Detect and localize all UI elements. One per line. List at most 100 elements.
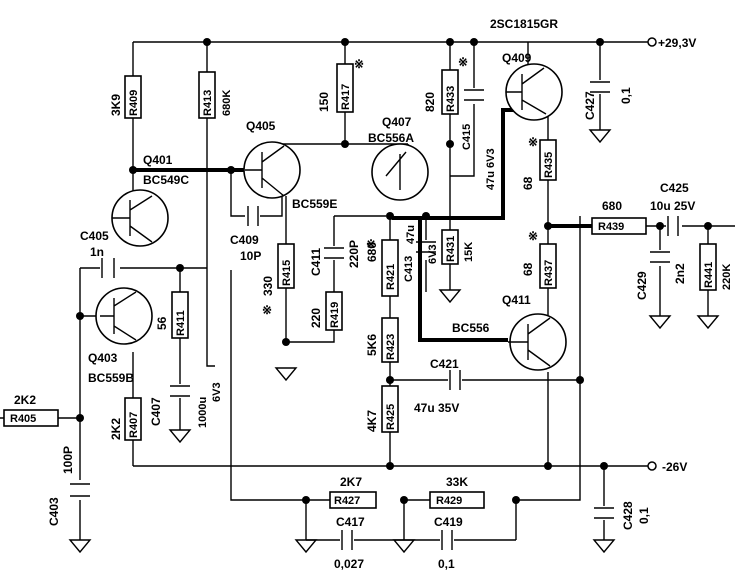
supply-positive: +29,3V — [647, 36, 696, 50]
svg-text:C428: C428 — [621, 501, 635, 530]
ground-symbols — [68, 129, 720, 554]
svg-text:680K: 680K — [221, 90, 233, 116]
svg-text:R407: R407 — [128, 412, 140, 438]
resistor-r407: R407 2K2 — [109, 397, 142, 441]
capacitor-c419: C419 0,1 — [434, 515, 463, 571]
svg-text:220K: 220K — [721, 264, 733, 290]
svg-text:0,1: 0,1 — [438, 557, 455, 571]
svg-text:Q411: Q411 — [502, 293, 531, 307]
svg-text:33K: 33K — [446, 475, 468, 489]
resistor-r411: R411 56 — [155, 291, 189, 339]
supply-negative-label: -26V — [662, 460, 687, 474]
svg-text:R427: R427 — [334, 495, 360, 507]
svg-text:C417: C417 — [336, 515, 365, 529]
transistor-q405: Q405 BC559E — [243, 119, 337, 211]
svg-text:5K6: 5K6 — [365, 334, 379, 356]
transistor-q409: Q409 2SC1815GR — [490, 17, 563, 121]
resistor-r415: R415 330 ※ — [261, 243, 295, 317]
svg-text:4K7: 4K7 — [365, 410, 379, 432]
transistor-q401: Q401 BC549C — [111, 153, 189, 247]
svg-text:R435: R435 — [543, 152, 555, 178]
svg-text:R431: R431 — [445, 236, 457, 262]
svg-text:Q403: Q403 — [88, 351, 118, 365]
svg-text:2K2: 2K2 — [14, 393, 36, 407]
svg-text:Q409: Q409 — [502, 51, 532, 65]
svg-text:※: ※ — [458, 55, 468, 69]
svg-text:※: ※ — [528, 135, 538, 149]
svg-text:47u 6V3: 47u 6V3 — [485, 148, 497, 190]
svg-text:15K: 15K — [463, 242, 475, 262]
svg-text:※: ※ — [354, 57, 364, 71]
svg-text:※: ※ — [528, 229, 538, 243]
resistor-r439: R439 680 — [591, 199, 647, 235]
svg-text:R423: R423 — [385, 334, 397, 360]
capacitor-c417: C417 0,027 — [334, 515, 365, 571]
svg-text:Q405: Q405 — [246, 119, 276, 133]
svg-text:C409: C409 — [230, 233, 259, 247]
svg-text:2K7: 2K7 — [340, 475, 362, 489]
capacitor-c413: C413 47u 6V3 — [403, 225, 439, 282]
resistor-r409: R409 3K9 — [109, 75, 142, 119]
transistor-q407: Q407 BC556A — [368, 115, 429, 201]
transistor-q411: Q411 BC556 — [452, 293, 567, 371]
resistor-r435: R435 68 ※ — [521, 135, 557, 190]
svg-text:※: ※ — [262, 303, 272, 317]
capacitor-c405: C405 1n — [80, 229, 115, 278]
svg-text:BC559B: BC559B — [88, 371, 134, 385]
svg-text:68: 68 — [521, 176, 535, 190]
capacitor-c409: C409 10P — [230, 206, 261, 263]
resistor-r431: R431 15K — [441, 229, 475, 265]
svg-text:BC556: BC556 — [452, 321, 490, 335]
resistor-r425: R425 4K7 — [365, 385, 399, 433]
svg-text:150: 150 — [317, 92, 331, 112]
svg-text:330: 330 — [261, 276, 275, 296]
capacitor-c407: C407 1000u 6V3 — [149, 382, 223, 428]
svg-text:3K9: 3K9 — [109, 94, 123, 116]
svg-text:1n: 1n — [90, 245, 104, 259]
svg-text:R429: R429 — [436, 495, 462, 507]
svg-text:Q407: Q407 — [382, 115, 412, 129]
svg-text:R437: R437 — [543, 260, 555, 286]
svg-text:R425: R425 — [385, 404, 397, 430]
svg-text:10u 25V: 10u 25V — [650, 199, 695, 213]
svg-text:C425: C425 — [660, 181, 689, 195]
svg-text:820: 820 — [423, 92, 437, 112]
resistor-r427: R427 2K7 — [329, 475, 377, 509]
svg-text:R417: R417 — [340, 84, 352, 110]
svg-text:※: ※ — [366, 237, 376, 251]
svg-text:R439: R439 — [598, 221, 624, 233]
resistor-r419: R419 220 — [309, 291, 343, 331]
resistor-r423: R423 5K6 — [365, 317, 399, 363]
capacitor-c428: C428 0,1 — [594, 501, 651, 530]
svg-text:C429: C429 — [635, 271, 649, 300]
capacitor-c415: C415 47u 6V3 — [461, 89, 497, 190]
svg-text:R433: R433 — [445, 86, 457, 112]
svg-text:47u 35V: 47u 35V — [414, 401, 459, 415]
svg-text:BC559E: BC559E — [292, 197, 337, 211]
svg-text:68: 68 — [521, 262, 535, 276]
capacitor-c411: C411 220P — [309, 240, 361, 276]
svg-text:47u: 47u — [405, 225, 417, 244]
svg-text:C403: C403 — [47, 497, 61, 526]
svg-text:6V3: 6V3 — [211, 382, 223, 402]
svg-text:2n2: 2n2 — [673, 263, 687, 284]
svg-text:C407: C407 — [149, 397, 163, 426]
svg-text:680: 680 — [365, 242, 379, 262]
resistor-r433: R433 820 ※ — [423, 55, 468, 115]
resistor-r429: R429 33K — [429, 475, 485, 509]
supply-negative: -26V — [647, 460, 687, 474]
svg-text:C413: C413 — [403, 256, 415, 282]
svg-text:R405: R405 — [10, 413, 36, 425]
svg-text:C411: C411 — [309, 248, 323, 276]
svg-text:R441: R441 — [703, 262, 715, 288]
svg-text:R409: R409 — [128, 90, 140, 116]
svg-text:R419: R419 — [329, 302, 341, 328]
svg-text:220: 220 — [309, 308, 323, 328]
supply-positive-label: +29,3V — [658, 36, 696, 50]
svg-text:0,1: 0,1 — [637, 507, 651, 524]
resistor-r413: R413 680K — [198, 71, 233, 119]
capacitor-c427: C427 0,1 — [583, 81, 633, 120]
svg-text:C427: C427 — [583, 91, 597, 120]
svg-text:C415: C415 — [461, 124, 473, 150]
